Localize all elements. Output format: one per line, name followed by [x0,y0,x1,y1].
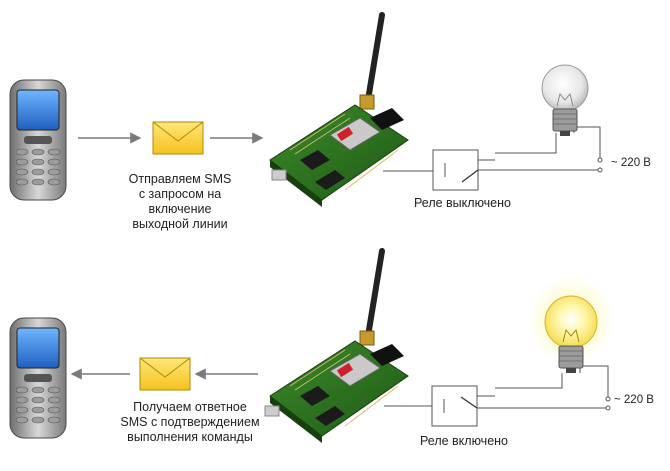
terminal-2 [597,167,603,173]
voltage-label-bottom: ~ 220 В [614,394,654,406]
relay-closed-icon [431,385,495,427]
terminal-2 [605,405,611,411]
terminal-1 [605,396,611,402]
relay-off-label: Реле выключено [414,196,511,210]
mobile-phone-icon [9,317,67,439]
lamp-wire-2 [573,126,601,160]
lamp-wire-2 [579,365,609,399]
relay-on-label: Реле включено [420,434,509,448]
sms-confirmation-caption: Получаем ответное SMS с подтверждением в… [120,400,260,444]
sms-envelope-icon [152,121,204,155]
mobile-phone-icon [9,79,67,201]
light-bulb-on-icon [527,276,615,373]
terminal-1 [597,157,603,163]
light-bulb-off-icon [541,64,589,136]
sms-request-caption: Отправляем SMS с запросом на включение в… [128,172,232,231]
lamp-wire-1 [495,133,557,154]
sms-envelope-icon [139,357,191,391]
gsm-module-icon [269,12,409,207]
lamp-wire-1 [495,373,563,389]
scene-sms-confirmation: Получаем ответное SMS с подтверждением в… [0,236,670,471]
scene-confirmation-graphics [9,248,615,443]
gsm-module-icon [264,248,409,443]
voltage-label-top: ~ 220 В [611,157,651,169]
scene-request-graphics [9,12,603,207]
scene-sms-request: Отправляем SMS с запросом на включение в… [0,0,670,235]
relay-open-icon [432,149,495,191]
